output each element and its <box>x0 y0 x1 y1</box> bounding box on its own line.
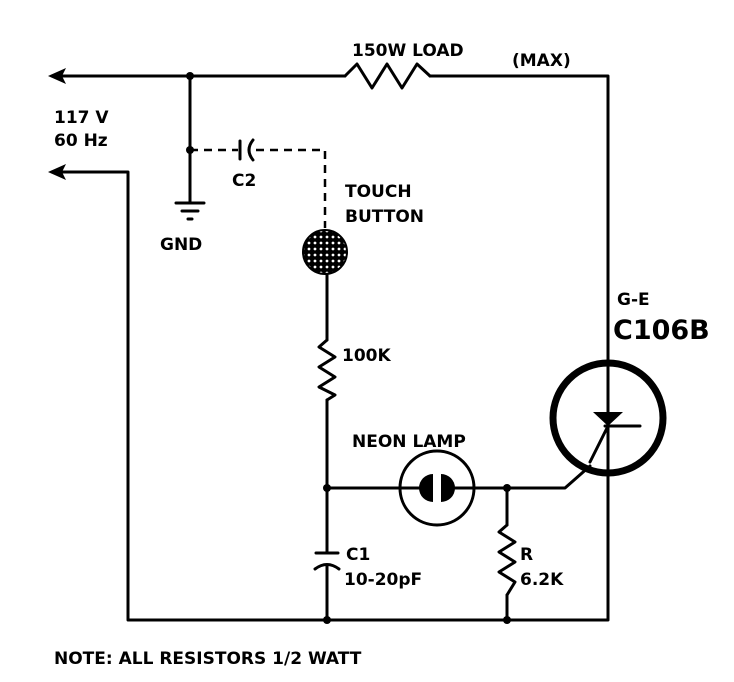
c1-label: C1 <box>346 545 370 565</box>
touch-button-plate <box>302 229 348 275</box>
load-resistor-symbol <box>343 62 432 90</box>
gnd-label: GND <box>160 235 202 255</box>
button-label: BUTTON <box>345 207 424 227</box>
r-label: R <box>520 545 533 565</box>
load-max-label: (MAX) <box>512 51 571 71</box>
c2-capacitor-symbol <box>238 138 255 162</box>
scr-symbol <box>549 359 667 477</box>
supply-frequency-label: 60 Hz <box>54 131 108 151</box>
c1-capacitor-symbol <box>313 551 341 571</box>
junction-dot <box>186 72 194 80</box>
arrow-left-icon <box>48 68 66 84</box>
touch-label: TOUCH <box>345 182 412 202</box>
resistor-100k-symbol <box>317 338 337 402</box>
junction-dot <box>186 146 194 154</box>
r-value-label: 6.2K <box>520 570 564 590</box>
scr-part-label: C106B <box>613 315 710 346</box>
c2-label: C2 <box>232 171 256 191</box>
resistor-100k-label: 100K <box>342 346 391 366</box>
c2-dashed-wire <box>190 148 327 228</box>
load-label: 150W LOAD <box>352 41 464 61</box>
junction-dot <box>323 616 331 624</box>
resistor-r-symbol <box>497 523 517 597</box>
neon-lamp-label: NEON LAMP <box>352 432 466 452</box>
top-wire <box>50 74 610 622</box>
c1-value-label: 10-20pF <box>344 570 422 590</box>
junction-dot <box>323 484 331 492</box>
arrow-left-icon <box>48 164 66 180</box>
wires <box>50 74 610 622</box>
junction-dot <box>503 616 511 624</box>
note-text: NOTE: ALL RESISTORS 1/2 WATT <box>54 649 362 669</box>
ground-symbol <box>174 201 206 221</box>
neon-lamp-symbol <box>398 449 476 527</box>
junction-dots <box>186 72 511 624</box>
manufacturer-label: G-E <box>617 290 650 310</box>
junction-dot <box>503 484 511 492</box>
supply-voltage-label: 117 V <box>54 108 109 128</box>
